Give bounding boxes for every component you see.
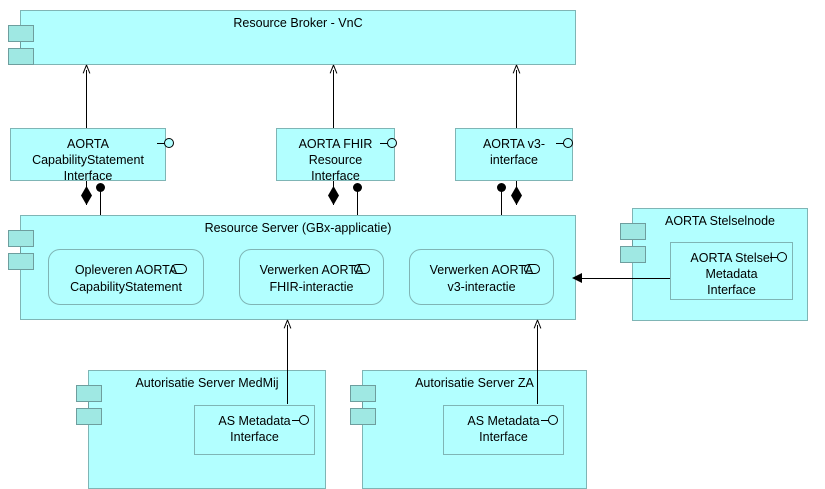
tab-connector: [632, 240, 633, 246]
interface-aorta-fhir-resource[interactable]: AORTA FHIR Resource Interface: [276, 128, 397, 183]
rounded-rect-glyph-icon: [524, 264, 540, 274]
tab-connector: [20, 247, 21, 253]
component-title: Autorisatie Server ZA: [415, 376, 534, 390]
component-resource-server[interactable]: Resource Server (GBx-applicatie) Oplever…: [8, 215, 576, 320]
composition-diamond-fhir: [328, 186, 339, 205]
arrowhead-up-medmij: [283, 320, 292, 329]
function-opleveren-capabilitystatement[interactable]: Opleveren AORTA CapabilityStatement: [48, 249, 204, 305]
interface-label: AORTA Stelsel Metadata Interface: [690, 251, 773, 297]
provided-interface-lollipop-icon: [380, 138, 402, 150]
component-title: Resource Broker - VnC: [233, 16, 363, 30]
tab-connector: [362, 402, 363, 408]
component-tab-lower: [350, 408, 376, 425]
component-tab-lower: [8, 48, 34, 65]
provided-interface-lollipop-icon: [770, 252, 792, 264]
function-verwerken-fhir-interactie[interactable]: Verwerken AORTA FHIR-interactie: [239, 249, 384, 305]
tab-connector: [88, 402, 89, 408]
component-autorisatie-server-medmij[interactable]: Autorisatie Server MedMij AS Metadata In…: [76, 370, 326, 489]
provided-interface-lollipop-icon: [157, 138, 179, 150]
interface-aorta-v3[interactable]: AORTA v3- interface: [455, 128, 573, 181]
interface-label: AS Metadata Interface: [467, 414, 540, 444]
component-tab-upper: [8, 25, 34, 42]
component-tab-lower: [76, 408, 102, 425]
rounded-rect-glyph-icon: [171, 264, 187, 274]
arrowhead-left-stelsel: [572, 273, 582, 283]
component-autorisatie-server-za[interactable]: Autorisatie Server ZA AS Metadata Interf…: [350, 370, 587, 489]
component-tab-upper: [8, 230, 34, 247]
tab-connector: [20, 42, 21, 48]
component-tab-upper: [350, 385, 376, 402]
composition-diamond-v3: [511, 186, 522, 205]
provided-interface-lollipop-icon: [292, 415, 314, 427]
connector-za-to-resource-server: [537, 325, 538, 404]
connector-capability-to-broker: [86, 70, 87, 128]
provided-interface-lollipop-icon: [556, 138, 578, 150]
interface-label: AORTA FHIR Resource Interface: [298, 137, 373, 183]
component-title: Resource Server (GBx-applicatie): [204, 221, 392, 235]
interface-as-metadata-za[interactable]: AS Metadata Interface: [443, 405, 564, 455]
provided-interface-lollipop-icon: [541, 415, 563, 427]
arrowhead-up-v3: [512, 65, 521, 74]
component-tab-lower: [620, 246, 646, 263]
arrowhead-up-fhir: [329, 65, 338, 74]
connector-stelsel-to-resource-server: [580, 278, 670, 279]
interface-as-metadata-medmij[interactable]: AS Metadata Interface: [194, 405, 315, 455]
composition-diamond-capability: [81, 186, 92, 205]
connector-fhir-to-broker: [333, 70, 334, 128]
component-title: Autorisatie Server MedMij: [135, 376, 279, 390]
arrowhead-up-za: [533, 320, 542, 329]
function-label: Verwerken AORTA FHIR-interactie: [259, 263, 364, 294]
interface-label: AS Metadata Interface: [218, 414, 291, 444]
function-verwerken-v3-interactie[interactable]: Verwerken AORTA v3-interactie: [409, 249, 554, 305]
ball-terminator-v3: [497, 183, 506, 192]
interface-aorta-stelsel-metadata[interactable]: AORTA Stelsel Metadata Interface: [670, 242, 793, 300]
interface-label: AORTA v3- interface: [482, 137, 546, 167]
component-tab-lower: [8, 253, 34, 270]
connector-v3-to-broker: [516, 70, 517, 128]
function-label: Opleveren AORTA CapabilityStatement: [70, 263, 182, 294]
interface-label: AORTA CapabilityStatement Interface: [32, 137, 144, 183]
connector-medmij-to-resource-server: [287, 325, 288, 404]
interface-aorta-capabilitystatement[interactable]: AORTA CapabilityStatement Interface: [10, 128, 174, 183]
function-label: Verwerken AORTA v3-interactie: [429, 263, 534, 294]
ball-terminator-capability: [96, 183, 105, 192]
component-tab-upper: [620, 223, 646, 240]
rounded-rect-glyph-icon: [354, 264, 370, 274]
component-aorta-stelselnode[interactable]: AORTA Stelselnode AORTA Stelsel Metadata…: [620, 208, 808, 321]
component-title: AORTA Stelselnode: [664, 214, 776, 228]
component-tab-upper: [76, 385, 102, 402]
ball-terminator-fhir: [353, 183, 362, 192]
arrowhead-up-capability: [82, 65, 91, 74]
component-resource-broker[interactable]: Resource Broker - VnC: [8, 10, 576, 65]
